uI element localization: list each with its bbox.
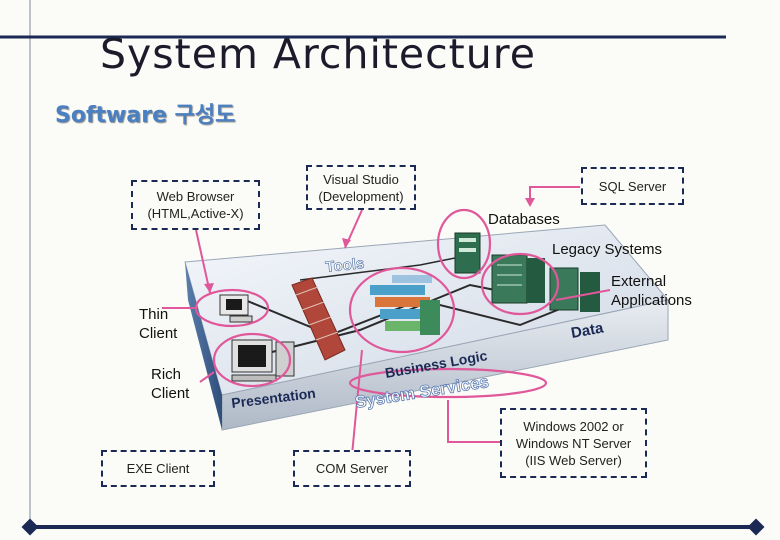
thin-client-label: Thin Client	[139, 306, 178, 342]
bottom-right-diamond	[747, 518, 765, 536]
platform-label-data: Data	[570, 319, 606, 342]
page-title: System Architecture	[100, 30, 536, 78]
web-browser-box: Web Browser (HTML,Active-X)	[131, 180, 260, 230]
com-server-box: COM Server	[293, 450, 411, 487]
platform-label-tools: Tools	[325, 255, 365, 276]
business-logic-blocks	[370, 275, 440, 335]
sql-server-box: SQL Server	[581, 167, 684, 205]
platform-side	[185, 262, 222, 430]
exe-client-box: EXE Client	[101, 450, 215, 487]
bottom-left-diamond	[21, 518, 39, 536]
firewall-wall	[291, 277, 346, 361]
callout-connectors	[162, 186, 611, 456]
legacy-server	[491, 254, 545, 304]
callout-ellipses	[194, 208, 560, 399]
external-servers	[549, 267, 600, 312]
legacy-systems-label: Legacy Systems	[552, 241, 663, 258]
external-applications-label: External Applications	[611, 273, 692, 309]
network-line-3	[299, 254, 471, 281]
windows-server-box: Windows 2002 or Windows NT Server (IIS W…	[500, 408, 647, 478]
databases-label: Databases	[488, 211, 560, 228]
rich-client-label: Rich Client	[151, 366, 190, 402]
thin-client-device	[219, 294, 253, 323]
database-server	[454, 232, 481, 274]
rich-client-device	[231, 339, 295, 382]
visual-studio-box: Visual Studio (Development)	[306, 165, 416, 210]
page-subtitle: Software 구성도	[55, 103, 236, 128]
